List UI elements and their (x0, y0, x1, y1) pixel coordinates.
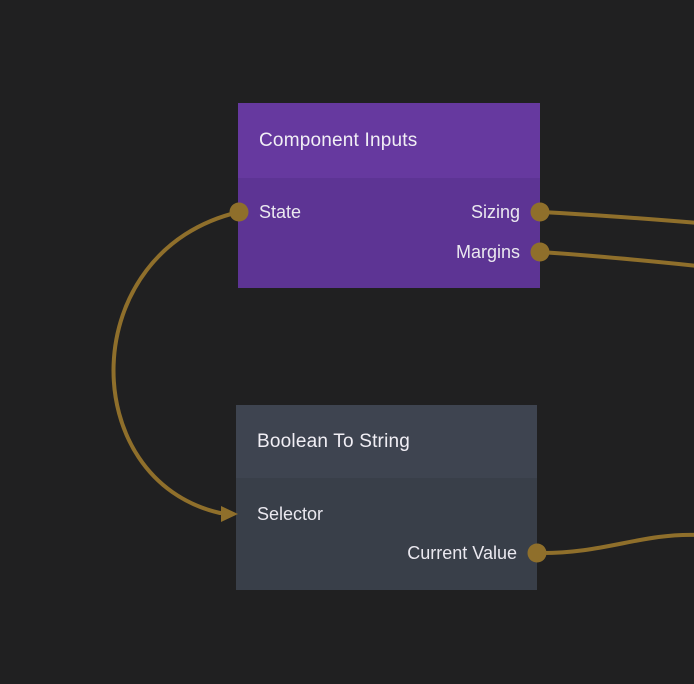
port-label-selector[interactable]: Selector (257, 504, 324, 524)
node-title: Boolean To String (257, 430, 411, 452)
port-label-margins[interactable]: Margins (455, 242, 520, 262)
port-label-sizing[interactable]: Sizing (470, 202, 520, 222)
node-header[interactable]: Component Inputs (238, 103, 540, 178)
node-header[interactable]: Boolean To String (236, 405, 537, 478)
node-title: Component Inputs (259, 129, 418, 151)
port-label-current-value[interactable]: Current Value (407, 543, 517, 563)
port-label-state[interactable]: State (259, 202, 302, 222)
